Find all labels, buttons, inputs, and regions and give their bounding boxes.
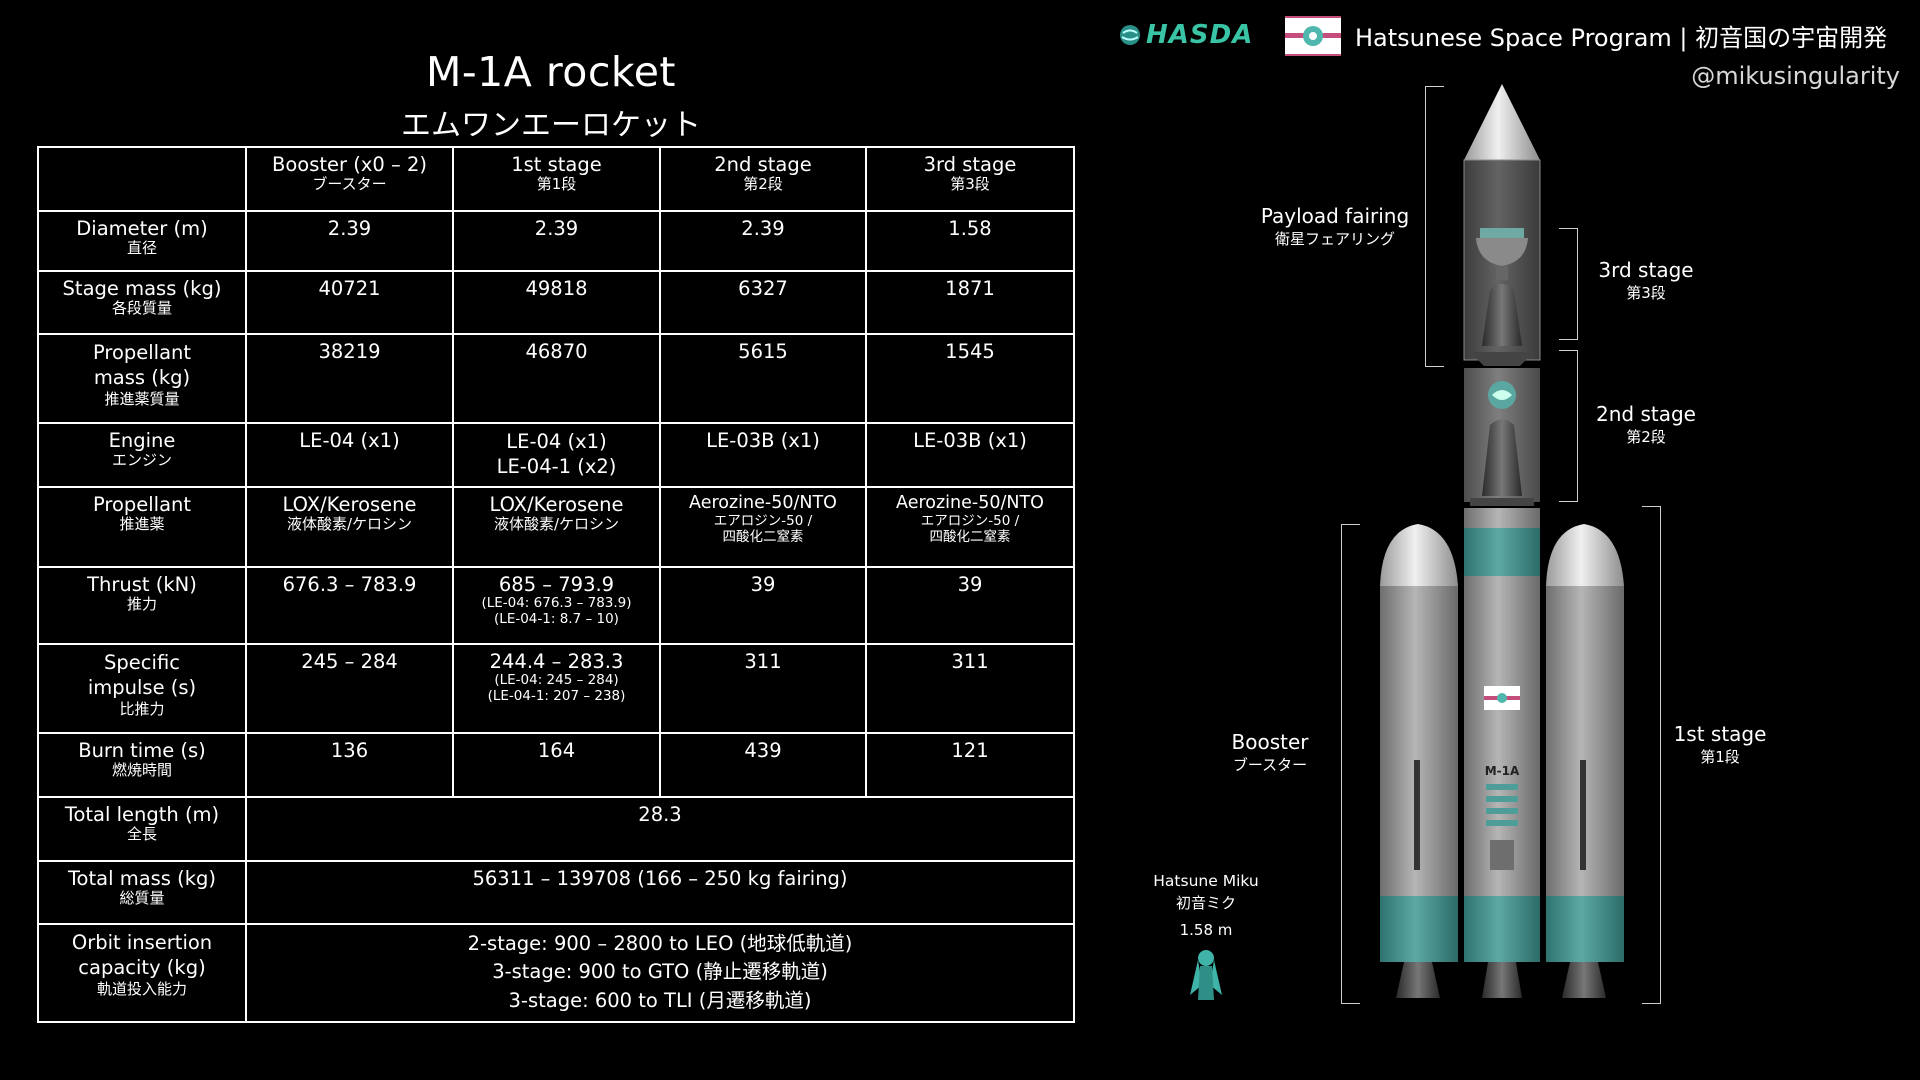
row-header-stage-mass: Stage mass (kg)各段質量: [37, 270, 247, 335]
table-cell: 2.39: [245, 210, 454, 272]
miku-silhouette: [1190, 950, 1222, 1000]
row-header-burn-time: Burn time (s)燃焼時間: [37, 732, 247, 798]
row-header-diameter: Diameter (m)直径: [37, 210, 247, 272]
table-cell: 28.3: [245, 796, 1075, 862]
col-header-booster: Booster (x0 – 2)ブースター: [245, 146, 454, 212]
corner-cell: [37, 146, 247, 212]
table-cell: LE-03B (x1): [865, 422, 1075, 488]
table-cell: 6327: [659, 270, 867, 335]
table-cell: 5615: [659, 333, 867, 424]
table-cell: 439: [659, 732, 867, 798]
table-cell: 39: [659, 566, 867, 645]
table-cell: LE-03B (x1): [659, 422, 867, 488]
table-cell: 245 – 284: [245, 643, 454, 734]
stage2-shape: [1464, 368, 1540, 506]
table-cell: 56311 – 139708 (166 – 250 kg fairing): [245, 860, 1075, 925]
table-cell: 2-stage: 900 – 2800 to LEO (地球低軌道)3-stag…: [245, 923, 1075, 1023]
table-row: Burn time (s)燃焼時間 136 164 439 121: [37, 732, 1075, 798]
table-cell: 39: [865, 566, 1075, 645]
payload-fairing-shape: [1463, 84, 1541, 361]
payload-fairing-bracket: [1425, 86, 1444, 367]
page-title: M-1A rocket: [426, 48, 676, 96]
table-cell: 121: [865, 732, 1075, 798]
table-cell: 676.3 – 783.9: [245, 566, 454, 645]
table-row: Total mass (kg)総質量 56311 – 139708 (166 –…: [37, 860, 1075, 925]
left-booster-shape: [1380, 524, 1458, 998]
stage1-core-shape: [1464, 508, 1540, 998]
table-cell: 49818: [452, 270, 661, 335]
table-row: Diameter (m)直径 2.39 2.39 2.39 1.58: [37, 210, 1075, 272]
booster-bracket: [1341, 524, 1360, 1004]
stage1-bracket: [1642, 506, 1661, 1004]
table-row: Stage mass (kg)各段質量 40721 49818 6327 187…: [37, 270, 1075, 335]
table-cell: 1871: [865, 270, 1075, 335]
table-cell: 38219: [245, 333, 454, 424]
table-cell: 244.4 – 283.3(LE-04: 245 – 284)(LE-04-1:…: [452, 643, 661, 734]
program-flag: [1285, 16, 1341, 56]
row-header-total-length: Total length (m)全長: [37, 796, 247, 862]
stage3-bracket: [1559, 228, 1578, 340]
table-row: Total length (m)全長 28.3: [37, 796, 1075, 862]
globe-icon: [1120, 25, 1140, 45]
table-cell: 164: [452, 732, 661, 798]
table-cell: 311: [659, 643, 867, 734]
table-cell: 1545: [865, 333, 1075, 424]
row-header-total-mass: Total mass (kg)総質量: [37, 860, 247, 925]
right-booster-shape: [1546, 524, 1624, 998]
rocket-label: M-1A: [1485, 764, 1520, 778]
stage3-shape: [1470, 228, 1534, 366]
table-cell: 685 – 793.9(LE-04: 676.3 – 783.9)(LE-04-…: [452, 566, 661, 645]
page-subtitle: エムワンエーロケット: [401, 108, 701, 143]
table-cell: 1.58: [865, 210, 1075, 272]
social-handle: @mikusingularity: [1691, 62, 1900, 90]
hasda-logo: HASDA: [1118, 20, 1253, 50]
table-cell: 2.39: [452, 210, 661, 272]
table-cell: 46870: [452, 333, 661, 424]
row-header-thrust: Thrust (kN)推力: [37, 566, 247, 645]
program-name: Hatsunese Space Program | 初音国の宇宙開発: [1355, 24, 1888, 52]
table-cell: 40721: [245, 270, 454, 335]
hasda-logo-text: HASDA: [1146, 20, 1254, 50]
table-cell: 2.39: [659, 210, 867, 272]
table-cell: 311: [865, 643, 1075, 734]
table-row: Thrust (kN)推力 676.3 – 783.9 685 – 793.9(…: [37, 566, 1075, 645]
table-cell: 136: [245, 732, 454, 798]
table-cell: LE-04 (x1)LE-04-1 (x2): [452, 422, 661, 488]
stage2-bracket: [1559, 350, 1578, 502]
table-cell: LE-04 (x1): [245, 422, 454, 488]
